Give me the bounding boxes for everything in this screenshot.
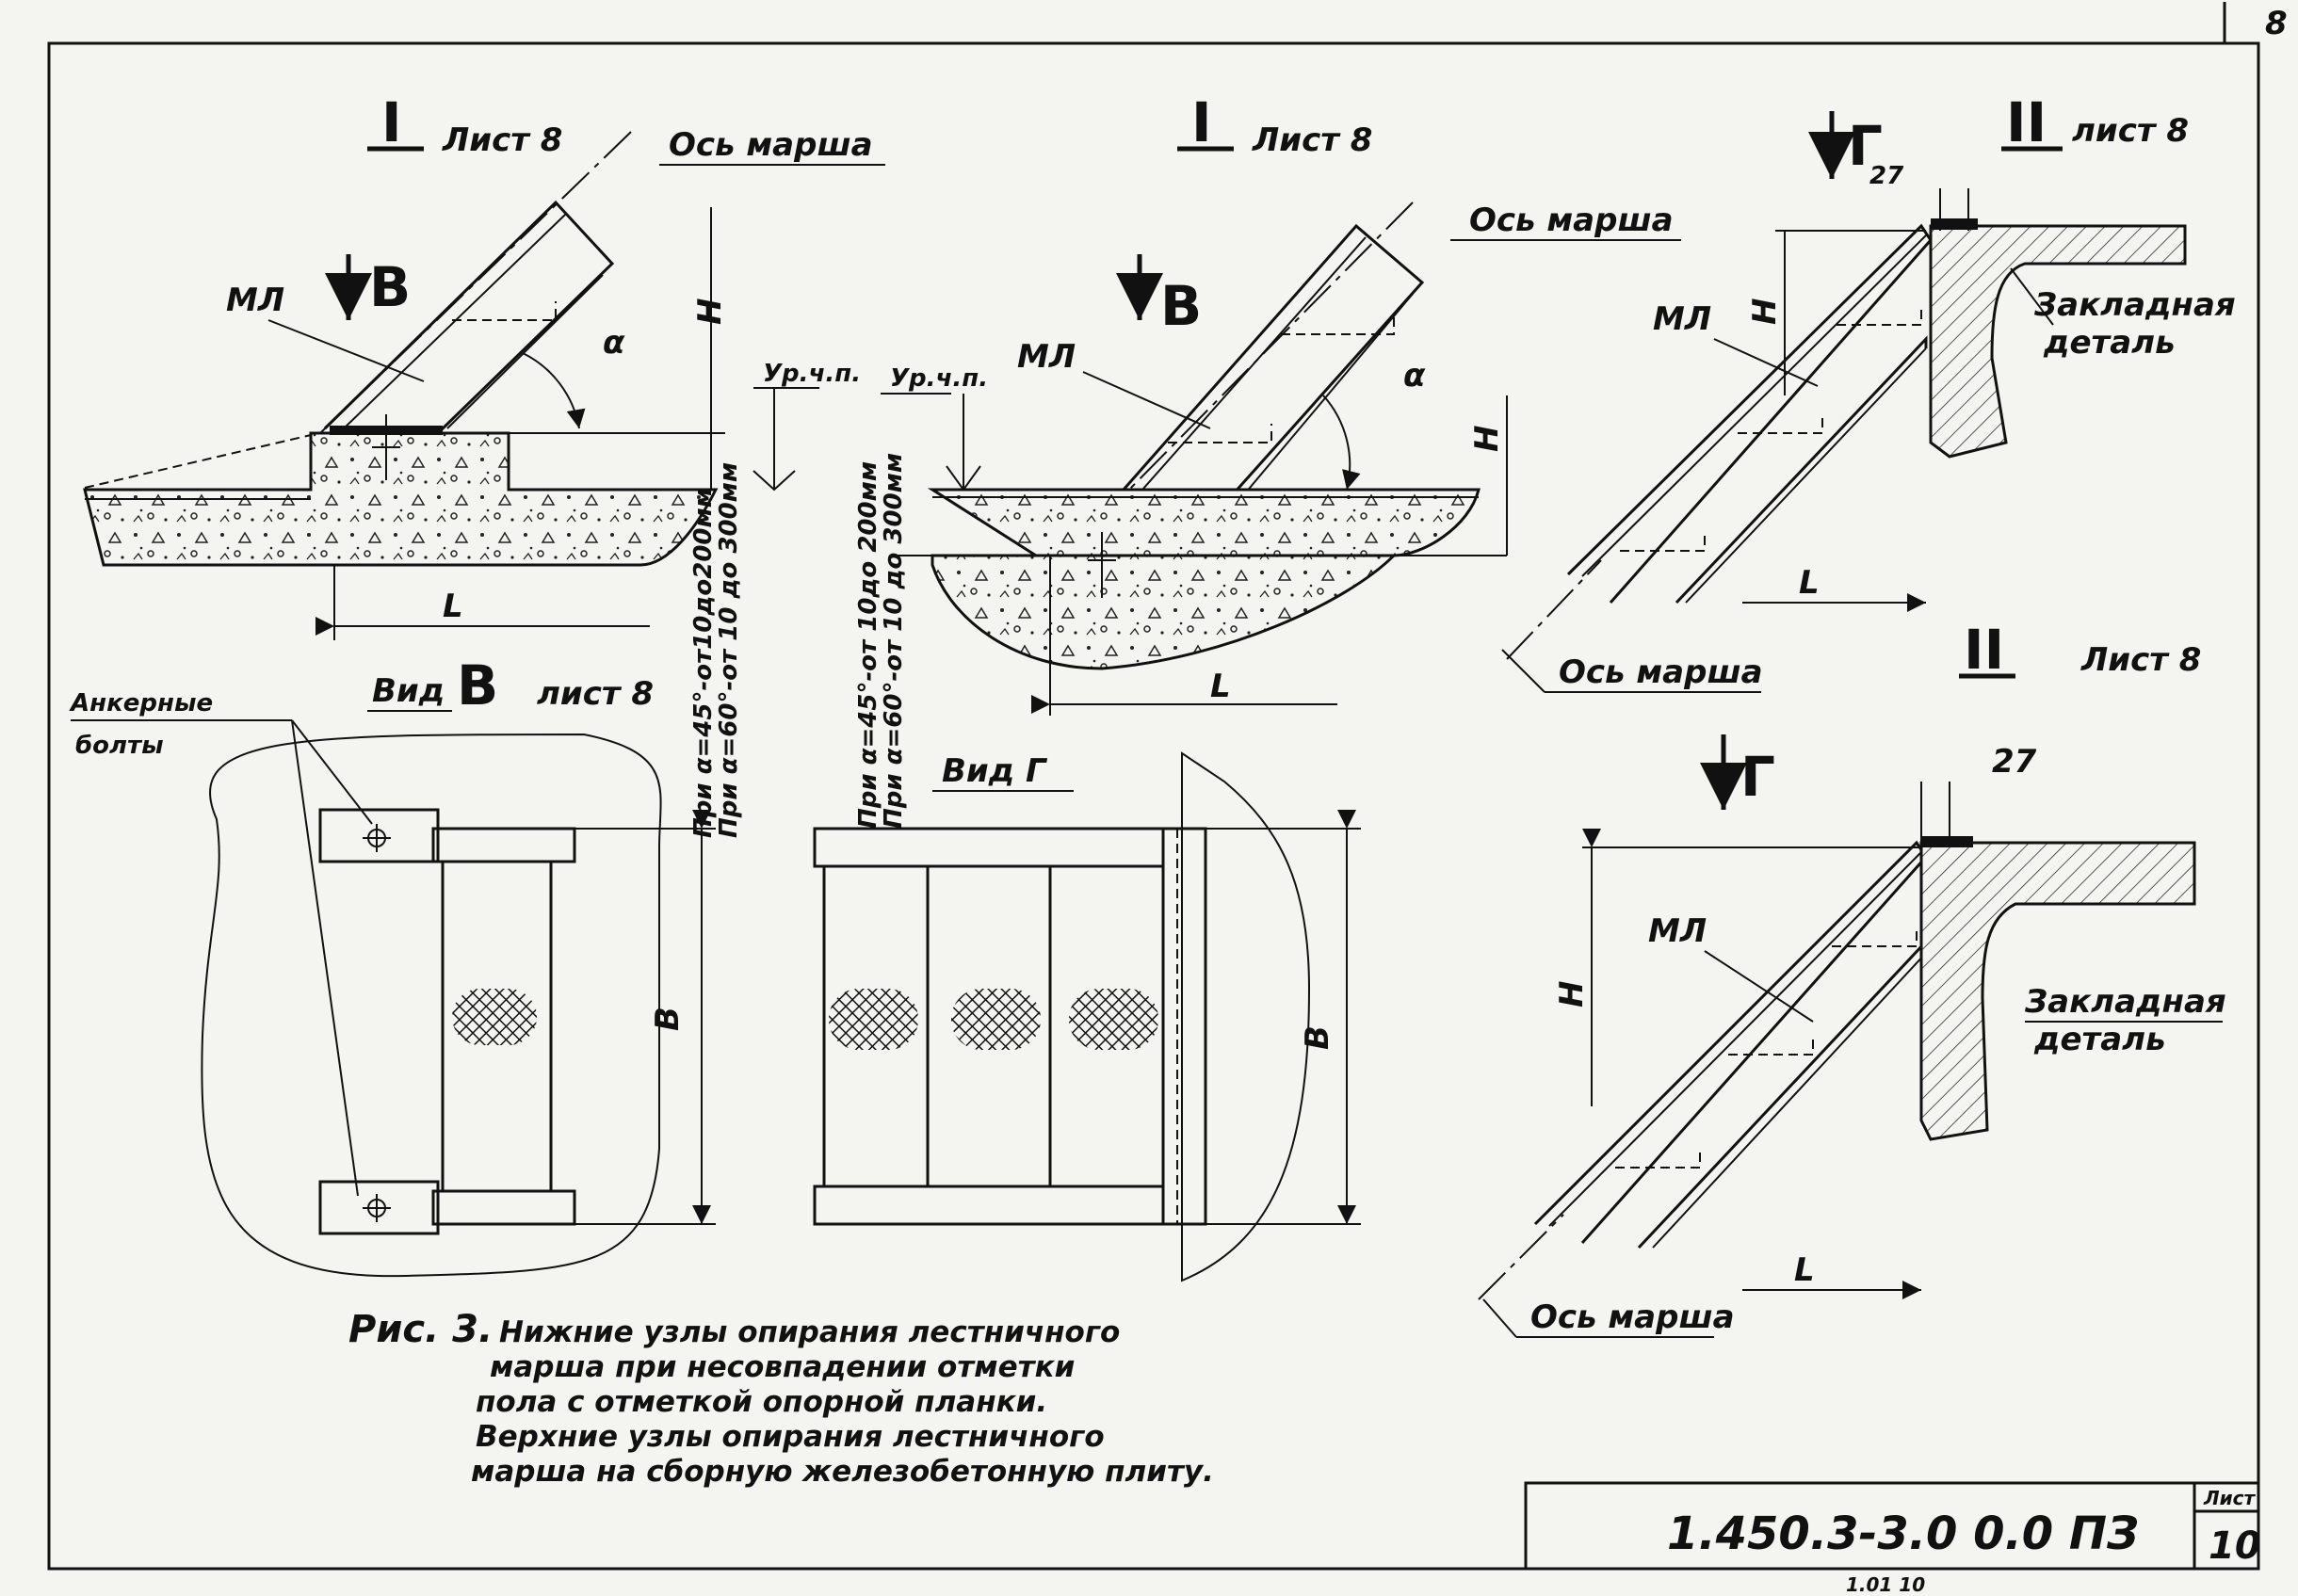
view-g: Вид Г В <box>813 751 1361 1282</box>
caption-fig: Рис. 3. <box>348 1308 493 1351</box>
section-sheet-ref: Лист 8 <box>442 121 562 159</box>
support-plate <box>1161 827 1207 1226</box>
section-label: I <box>381 90 402 154</box>
march-axis-label: Ось марша <box>1530 1298 1735 1336</box>
view-b-letter: В <box>457 653 498 717</box>
note-angle-45: При α=45°-от 10до 200мм <box>854 461 882 829</box>
section-view-1-middle: I Лист 8 Ось марша В МЛ α Н Ур.ч.п. L Пр… <box>854 90 1681 829</box>
height-h: Н <box>1468 426 1506 452</box>
angle-alpha: α <box>1403 357 1426 395</box>
note-angle-60: При α=60°-от 10 до 300мм <box>715 462 743 838</box>
title-block: 1.450.3-3.0 0.0 ПЗ Лист 10 1.01 10 <box>1524 1481 2261 1596</box>
dim-27: 27 <box>1992 743 2037 781</box>
grating-mesh-2 <box>951 989 1041 1050</box>
caption-line-5: марша на сборную железобетонную плиту. <box>471 1455 1214 1489</box>
concrete-footing <box>931 554 1398 670</box>
section-sheet-ref: лист 8 <box>2072 112 2189 150</box>
view-arrow-g: Г <box>1740 745 1775 809</box>
width-b: В <box>1299 1025 1336 1050</box>
width-b: В <box>649 1007 687 1031</box>
grating-mesh <box>452 989 537 1045</box>
view-g-title: Вид Г <box>942 752 1048 790</box>
anchor-plate-top <box>318 808 440 863</box>
section-sheet-ref: Лист 8 <box>2080 641 2201 679</box>
section-label: I <box>1191 90 1212 154</box>
sheet-frame <box>47 41 2260 1571</box>
stringer <box>1566 223 1933 605</box>
view-arrow-g: Г <box>1848 114 1883 178</box>
embed-detail-1: Закладная <box>2024 983 2226 1021</box>
arrow-dim: 27 <box>1869 162 1904 190</box>
view-b-sheet: лист 8 <box>537 675 654 713</box>
embed-detail-2: деталь <box>2033 1021 2166 1058</box>
concrete-slab <box>1919 841 2196 1141</box>
member-ml: МЛ <box>226 282 284 319</box>
concrete-slab <box>1929 224 2187 459</box>
embed-detail-1: Закладная <box>2033 286 2236 324</box>
section-label: II <box>2006 90 2047 154</box>
member-ml: МЛ <box>1653 300 1711 338</box>
concrete-base <box>83 431 719 567</box>
stringer <box>323 200 615 435</box>
caption-line-1: Нижние узлы опирания лестничного <box>499 1315 1120 1349</box>
member-ml: МЛ <box>1648 912 1707 950</box>
anchor-label-2: болты <box>75 732 164 760</box>
note-angle-45: При α=45°-от10до200мм <box>689 488 718 838</box>
anchor-label-1: Анкерные <box>69 689 213 717</box>
figure-caption: Рис. 3. Нижние узлы опирания лестничного… <box>348 1308 1214 1489</box>
view-b: Вид В лист 8 Анкерные болты В <box>69 653 716 1278</box>
section-label: II <box>1964 618 2004 682</box>
embed-detail-2: деталь <box>2043 324 2176 362</box>
angle-alpha: α <box>603 324 625 362</box>
length-l: L <box>443 588 463 625</box>
note-angle-60: При α=60°-от 10 до 300мм <box>880 453 908 829</box>
view-b-prefix: Вид <box>372 672 445 710</box>
march-axis-label: Ось марша <box>669 126 873 164</box>
march-axis-label: Ось марша <box>1469 202 1674 239</box>
march-axis-label: Ось марша <box>1559 653 1763 691</box>
section-view-2-bottom: II Лист 8 Г 27 МЛ Н Закладная деталь L О… <box>1478 618 2226 1338</box>
stringer <box>1533 840 1928 1249</box>
floor-mark: Ур.ч.п. <box>763 360 861 388</box>
length-l: L <box>1799 564 1820 602</box>
length-l: L <box>1794 1251 1815 1289</box>
view-b-outline <box>201 733 662 1278</box>
caption-line-3: пола с отметкой опорной планки. <box>476 1385 1047 1419</box>
grating-mesh-1 <box>829 989 918 1050</box>
section-view-1-left: I Лист 8 Ось марша В МЛ α Н Ур.ч.п. <box>83 90 885 838</box>
view-arrow-b: В <box>369 255 411 319</box>
height-h: Н <box>1746 298 1784 325</box>
drawing-code: 1.450.3-3.0 0.0 ПЗ <box>1667 1507 2139 1560</box>
caption-line-4: Верхние узлы опирания лестничного <box>476 1420 1105 1454</box>
page-number: 8 <box>2265 5 2288 42</box>
grating-mesh-3 <box>1069 989 1158 1050</box>
length-l: L <box>1210 668 1231 705</box>
sheet-number: 10 <box>2209 1524 2261 1568</box>
anchor-plate-bottom <box>318 1180 440 1235</box>
view-arrow-b: В <box>1160 274 1202 338</box>
section-view-2-top: Г 27 II лист 8 МЛ Н Закладная деталь L О… <box>1501 90 2236 693</box>
sheet-label: Лист <box>2203 1487 2256 1509</box>
stamp-text: 1.01 10 <box>1846 1573 1925 1592</box>
stringer <box>1072 223 1425 547</box>
floor-mark: Ур.ч.п. <box>890 364 988 393</box>
caption-line-2: марша при несовпадении отметки <box>490 1350 1075 1384</box>
member-ml: МЛ <box>1017 338 1076 376</box>
section-sheet-ref: Лист 8 <box>1252 121 1372 159</box>
height-h: Н <box>691 298 729 325</box>
height-h: Н <box>1553 981 1591 1008</box>
